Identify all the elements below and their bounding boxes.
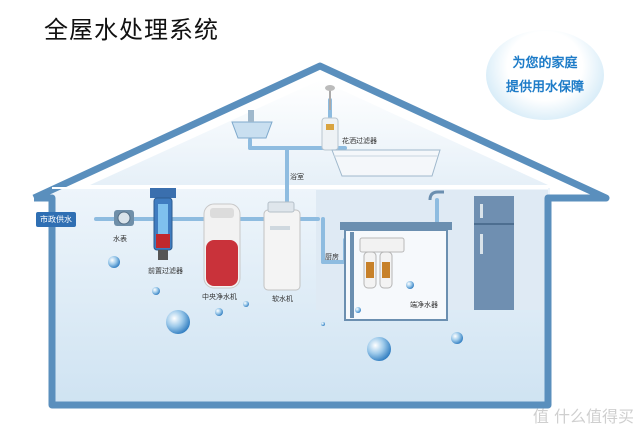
slogan-line-2: 提供用水保障: [505, 80, 584, 95]
terminal-purifier: [359, 237, 405, 289]
label-bathroom: 浴室: [290, 173, 304, 181]
shower: [321, 85, 339, 151]
house-outline: [32, 62, 610, 409]
label-central-purifier: 中央净水机: [202, 293, 237, 301]
label-city-water: 市政供水: [36, 212, 76, 227]
refrigerator: [474, 196, 514, 310]
water-softener: [263, 201, 301, 291]
bathroom-sink: [231, 110, 273, 139]
slogan-line-1: 为您的家庭: [512, 56, 578, 71]
label-terminal-purifier: 端净水器: [410, 301, 438, 309]
bathtub: [331, 149, 441, 177]
watermark: 值 什么值得买: [532, 407, 634, 426]
central-purifier: [203, 203, 241, 289]
attic-area: [90, 80, 548, 185]
slogan-badge: 为您的家庭 提供用水保障: [486, 30, 604, 120]
water-meter: [114, 210, 134, 226]
label-water-meter: 水表: [113, 235, 127, 243]
label-pre-filter: 前置过滤器: [148, 267, 183, 275]
label-kitchen: 厨房: [325, 253, 339, 261]
label-shower-filter: 花洒过滤器: [342, 137, 377, 145]
pre-filter: [150, 188, 176, 260]
label-softener: 软水机: [272, 295, 293, 303]
page-title: 全屋水处理系统: [44, 16, 219, 44]
shower-filter-device: [321, 117, 339, 151]
bubbles: [108, 256, 463, 361]
